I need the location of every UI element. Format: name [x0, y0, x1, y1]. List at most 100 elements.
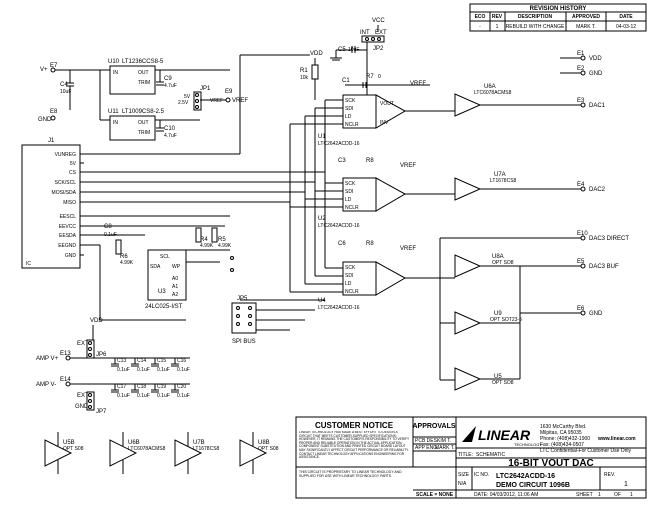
title-label: TITLE: [458, 452, 473, 458]
u2-part: LTC2642ACDD-16 [318, 223, 360, 229]
output-terminal[interactable] [580, 186, 586, 192]
bypass-amp-symbol [239, 439, 268, 467]
c8-label: C8 [104, 224, 112, 230]
u1-sdi: SDI [345, 106, 353, 112]
output-terminal[interactable] [580, 235, 586, 241]
output-terminal[interactable] [580, 55, 586, 61]
u10-trim: TRIM [138, 80, 150, 86]
u11-trim: TRIM [138, 130, 150, 136]
bypass-cap-value: 0.1uF [177, 367, 190, 373]
u1-sck: SCK [345, 98, 356, 104]
u8a-part: OPT SO8 [492, 260, 514, 266]
output-terminal[interactable] [580, 102, 586, 108]
size-label: SIZE [458, 472, 470, 478]
bypass-cap-label: C19 [157, 384, 166, 390]
j1-pin-label: EESDA [59, 233, 77, 239]
bl-ext-2: EXT [77, 393, 89, 399]
eeprom-pin-label: WP [172, 264, 181, 270]
e7-label: E7 [50, 63, 58, 69]
address-1: 1630 McCarthy Blvd. [540, 424, 586, 430]
u2-label: U2 [318, 216, 326, 222]
output-terminal[interactable] [580, 263, 586, 269]
u2-sdi: SDI [345, 189, 353, 195]
rev-label: REV. [604, 472, 615, 478]
revision-title: REVISION HISTORY [530, 6, 587, 12]
amp-vminus: AMP V- [36, 382, 56, 388]
u11-in: IN [113, 120, 118, 126]
amp-supply-section: VDD EXT JP6 AMP V+ E13 AMP V- E14 EXT GN… [36, 318, 190, 415]
pcb-des-name: KIM T. [437, 438, 451, 444]
output-ref: E1 [577, 51, 585, 57]
c9-label: C9 [164, 76, 172, 82]
r8b-label: R8 [366, 241, 374, 247]
dac-u4: U4 LTC2642ACDD-16 SCK SDI LD NCLR C6 R8 … [318, 241, 416, 311]
u11-label: U11 [108, 109, 119, 115]
r6-value: 4.99K [120, 260, 134, 266]
sheet-label: SHEET [576, 492, 593, 498]
j1-ic: IC [26, 261, 31, 267]
r1-value: 10k [300, 75, 309, 81]
bypass-cap-value: 0.1uF [137, 393, 150, 399]
rev-approved: MARK T. [576, 24, 596, 30]
output-ref: E10 [577, 231, 588, 237]
c6-label: C6 [338, 241, 346, 247]
j1-pin-label: CS [69, 170, 77, 176]
c4-label: C4 [60, 82, 68, 88]
u9-part: OPT SOT23-5 [490, 317, 522, 323]
u11-part: LT1009CS8-2.5 [122, 109, 165, 115]
e9-label: E9 [225, 89, 233, 95]
u7a-label: U7A [494, 172, 506, 178]
address-4: Fax: (408)434-0507 [540, 442, 584, 448]
u4-sdi: SDI [345, 273, 353, 279]
u4-part: LTC2642ACDD-16 [318, 305, 360, 311]
bypass-cap-label: C15 [157, 358, 166, 364]
bypass-cap-label: C13 [117, 358, 126, 364]
title-value: SCHEMATIC [476, 452, 505, 458]
eeprom-pin-label: SCL [160, 254, 170, 260]
r4-label: R4 [200, 237, 208, 243]
demo-circuit: DEMO CIRCUIT 1096B [496, 482, 570, 489]
bypass-cap-value: 0.1uF [117, 367, 130, 373]
jp2-label: JP2 [373, 46, 384, 52]
c10-value: 4.7uF [164, 133, 177, 139]
amp-u5: U5 OPT SO8 [454, 367, 514, 391]
vref-label-3: VREF [400, 246, 416, 252]
bypass-cap-label: C18 [137, 384, 146, 390]
u4-label: U4 [318, 298, 326, 304]
output-label: GND [589, 311, 603, 317]
j1-pin-label: 5V [70, 161, 77, 167]
bypass-cap-value: 0.1uF [157, 393, 170, 399]
bypass-amp-symbol [109, 439, 138, 467]
customer-notice-footer: THIS CIRCUIT IS PROPRIETARY TO LINEAR TE… [299, 470, 402, 478]
scale-label: SCALE = NONE [416, 492, 454, 498]
bypass-cap-label: C16 [177, 358, 186, 364]
bypass-cap-value: 0.1uF [137, 367, 150, 373]
revision-history: REVISION HISTORY ECO REV DESCRIPTION APP… [469, 3, 647, 32]
int-label: INT [360, 30, 370, 36]
rev-header-date: DATE [619, 14, 633, 20]
e8-label: E8 [50, 109, 58, 115]
bypass-amp-part: OPT S08 [63, 446, 84, 452]
customer-notice-title: CUSTOMER NOTICE [315, 421, 394, 430]
u5-part: OPT SO8 [492, 380, 514, 386]
amp-vplus: AMP V+ [36, 356, 59, 362]
jp7-label: JP7 [96, 409, 107, 415]
eeprom-pin-label: A2 [172, 292, 178, 298]
bypass-cap-value: 0.1uF [177, 393, 190, 399]
output-terminal[interactable] [580, 310, 586, 316]
output-terminal[interactable] [580, 70, 586, 76]
rev-header-description: DESCRIPTION [518, 14, 553, 20]
u4-ld: LD [345, 281, 352, 287]
of-label: OF [614, 492, 621, 498]
vdd-label-top: VDD [310, 51, 323, 57]
j1-pin-label: EESCL [60, 214, 77, 220]
u10-label: U10 [108, 59, 120, 65]
output-ref: E4 [577, 182, 585, 188]
rev-header-approved: APPROVED [572, 14, 600, 20]
u3-label: U3 [158, 289, 166, 295]
r1-label: R1 [300, 68, 308, 74]
